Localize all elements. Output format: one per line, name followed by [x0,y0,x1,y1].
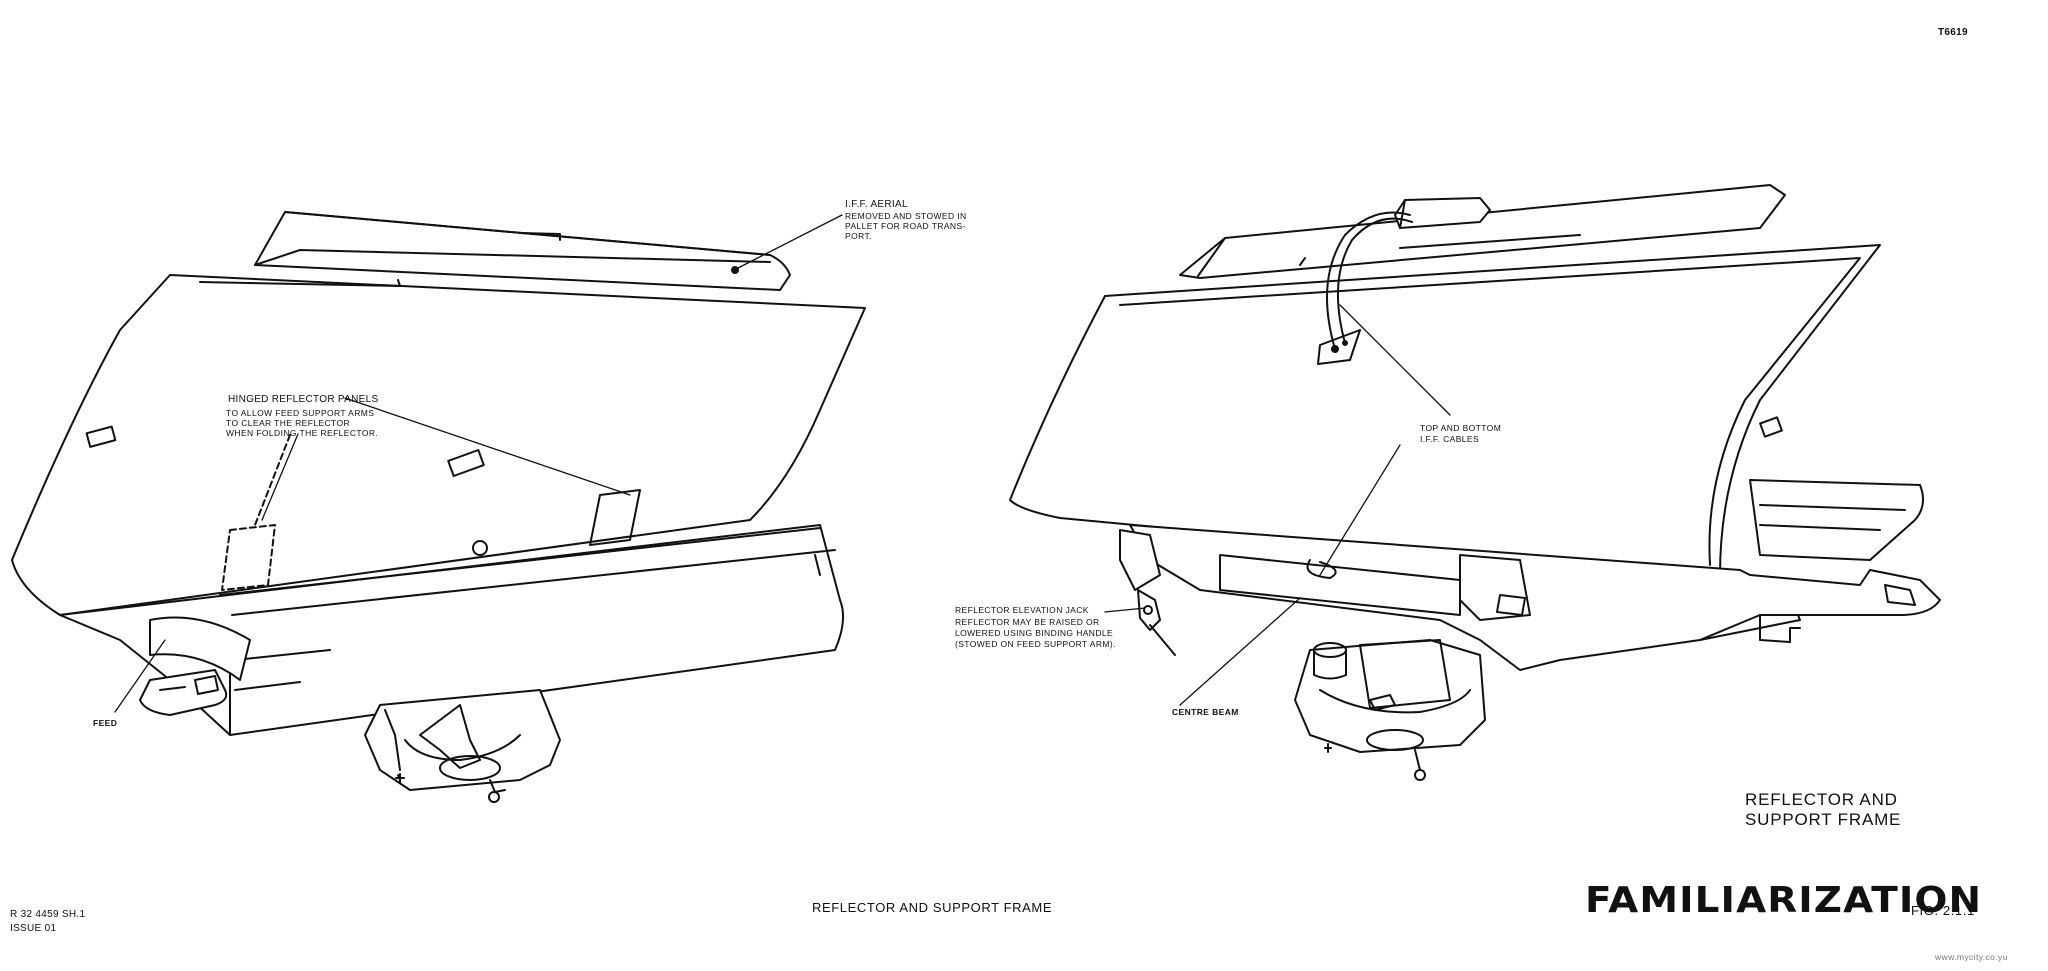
left-reflector-panel [11,274,866,616]
hinged-panels-note-3: WHEN FOLDING THE REFLECTOR. [226,428,379,438]
issue-number: ISSUE 01 [10,923,57,934]
centre-beam-label: CENTRE BEAM [1172,707,1239,717]
iff-cables-label-2: I.F.F. CABLES [1420,434,1480,444]
section-title: FAMILIARIZATION [1585,880,1983,921]
iff-aerial-note-3: PORT. [845,231,872,241]
right-reflector-panel [1009,211,1881,576]
feed-label: FEED [93,718,118,728]
right-iff-aerial [1179,184,1786,279]
right-pedestal [1294,639,1486,781]
right-feed-arm [1699,479,1941,643]
hinged-panels-note-2: TO CLEAR THE REFLECTOR [226,418,351,428]
left-lower-frame [59,524,845,736]
hinged-panels-note-1: TO ALLOW FEED SUPPORT ARMS [226,408,375,418]
elevation-jack-note-3: (STOWED ON FEED SUPPORT ARM). [955,639,1116,649]
iff-cables-label-1: TOP AND BOTTOM [1420,423,1502,433]
footer-title: REFLECTOR AND SUPPORT FRAME [812,900,1053,915]
elevation-jack-label: REFLECTOR ELEVATION JACK [955,605,1089,615]
drawing-code: T6619 [1938,27,1968,38]
right-elevation-jack [1137,589,1176,656]
iff-aerial-label: I.F.F. AERIAL [845,199,908,210]
iff-aerial-note-2: PALLET FOR ROAD TRANS- [845,221,966,231]
view-caption-line-2: SUPPORT FRAME [1745,810,1902,829]
iff-aerial-note-1: REMOVED AND STOWED IN [845,211,967,221]
left-iff-aerial [254,211,791,291]
drawing-reference: R 32 4459 SH.1 [10,909,86,920]
elevation-jack-note-2: LOWERED USING BINDING HANDLE [955,628,1114,638]
left-pedestal [364,689,561,803]
hinged-panels-label: HINGED REFLECTOR PANELS [228,394,379,405]
elevation-jack-note-1: REFLECTOR MAY BE RAISED OR [955,617,1100,627]
figure-number: FIG. 2.1.1 [1911,903,1975,918]
left-feed-arm [139,616,251,716]
watermark: www.mycity.co.yu [1935,952,2008,962]
view-caption-line-1: REFLECTOR AND [1745,790,1898,809]
left-leader-lines [114,214,843,713]
right-leader-lines [1104,304,1451,706]
